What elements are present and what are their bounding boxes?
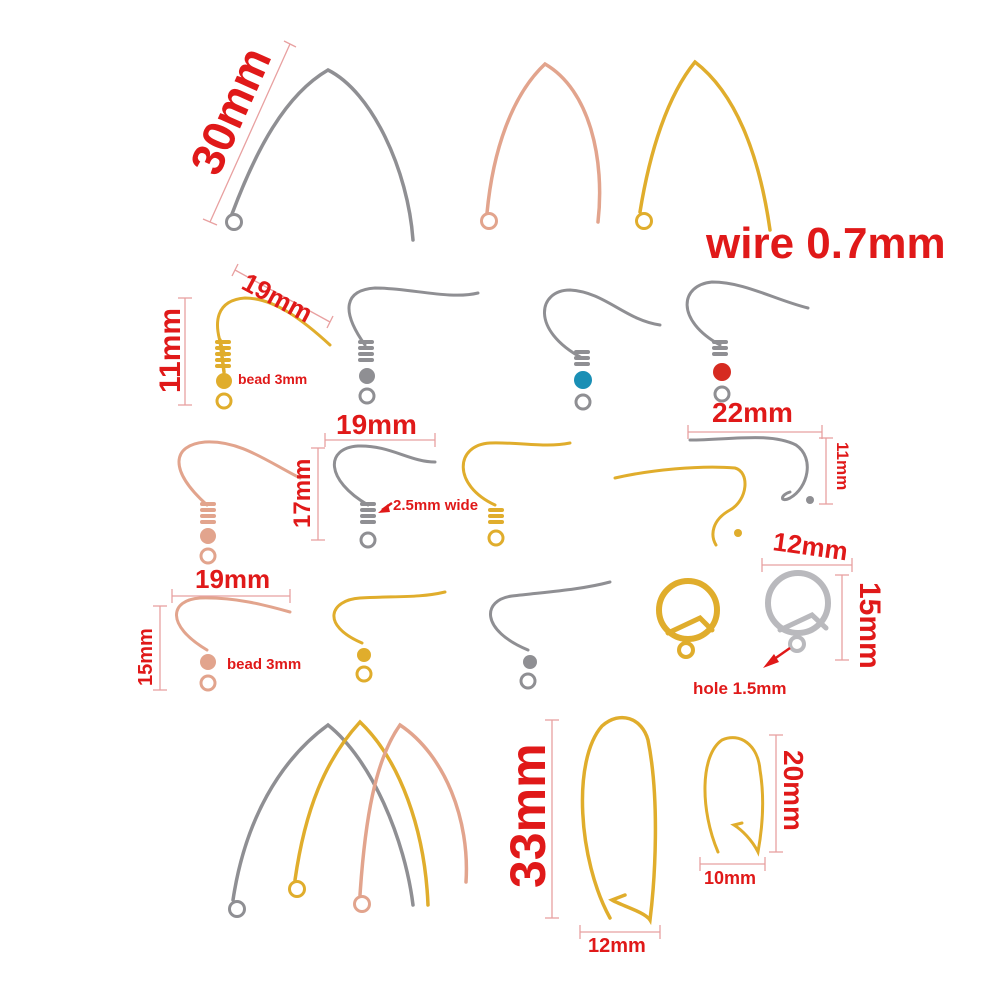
fish-hook-gold-ball <box>332 590 447 683</box>
v-hook-rose-gold <box>480 61 602 230</box>
fish-hook-red-bead <box>685 280 810 403</box>
label-19mm-middle: 19mm <box>336 409 417 440</box>
label-12mm-leverback: 12mm <box>771 526 850 566</box>
fish-hook-silver-bead <box>347 286 480 405</box>
fish-hook-silver-coil <box>332 444 437 549</box>
label-2-5mm-wide: 2.5mm wide <box>393 497 478 514</box>
label-11mm-right: 11mm <box>833 442 852 490</box>
dimension-line-30mm <box>209 43 291 223</box>
label-12mm-bottom: 12mm <box>588 935 646 957</box>
v-hook-gold <box>635 59 772 232</box>
label-bead-3mm-bottom: bead 3mm <box>227 656 301 673</box>
fish-hook-rose-gold-bead <box>177 440 302 565</box>
label-15mm-right: 15mm <box>853 582 886 669</box>
label-30mm: 30mm <box>180 39 282 182</box>
label-15mm-left: 15mm <box>135 628 157 686</box>
label-33mm: 33mm <box>500 743 556 888</box>
fish-hook-turquoise-bead <box>543 288 662 411</box>
leverback-hoop-silver <box>765 570 831 653</box>
label-bead-3mm-top: bead 3mm <box>238 371 307 387</box>
french-hook-silver-ball-end <box>688 436 814 504</box>
v-hook-group-mixed <box>228 719 469 918</box>
label-19mm-top: 19mm <box>237 267 317 329</box>
label-17mm: 17mm <box>289 459 316 528</box>
label-19mm-bottom: 19mm <box>195 564 270 594</box>
label-20mm: 20mm <box>778 750 809 831</box>
label-11mm: 11mm <box>154 308 187 393</box>
label-wire-gauge: wire 0.7mm <box>705 219 946 268</box>
label-10mm: 10mm <box>704 868 756 888</box>
leverback-hoop-gold <box>656 578 720 659</box>
fish-hook-gold-bead <box>215 296 332 410</box>
kidney-hook-gold-small <box>703 736 765 857</box>
french-hook-gold-ball-end <box>613 465 747 547</box>
kidney-hook-gold-large <box>580 715 658 926</box>
label-22mm: 22mm <box>712 397 793 428</box>
v-hook-silver <box>225 68 415 242</box>
fish-hook-rose-gold-ball <box>175 596 292 692</box>
fish-hook-silver-ball <box>489 580 612 690</box>
fish-hook-gold-coil <box>461 441 572 547</box>
label-hole-1-5mm: hole 1.5mm <box>693 679 787 698</box>
